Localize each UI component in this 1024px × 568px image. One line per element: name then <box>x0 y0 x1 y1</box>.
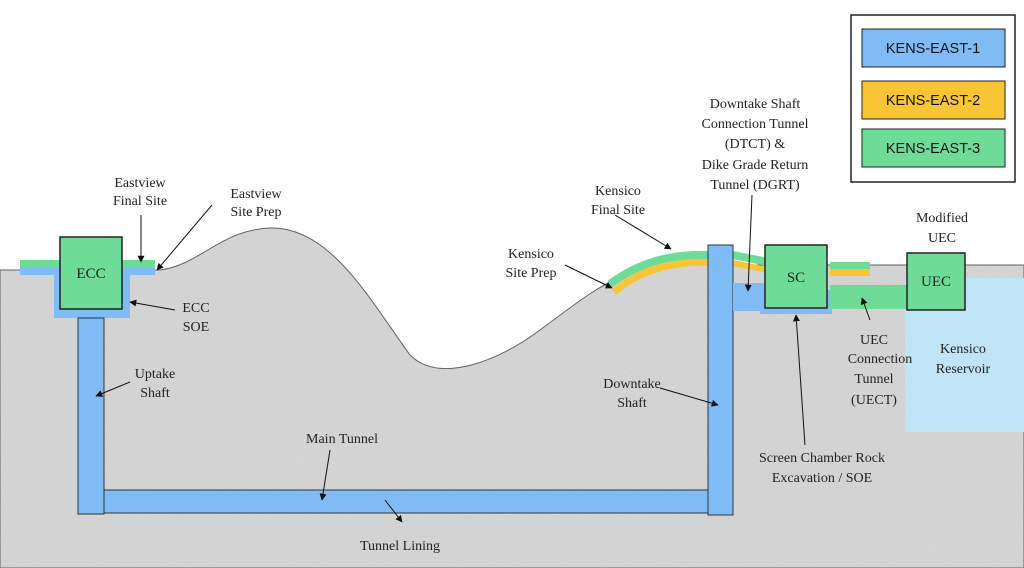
dgrt-label-2: Tunnel (DGRT) <box>710 178 800 193</box>
tunnel-lining-label: Tunnel Lining <box>360 539 440 554</box>
eastview-site-prep-label-2: Site Prep <box>231 205 282 220</box>
legend-kens-east-1: KENS-EAST-1 <box>886 41 980 57</box>
dtct-label: Downtake Shaft <box>710 97 801 112</box>
screen-chamber-label: Screen Chamber Rock <box>759 451 885 466</box>
uec-final-strip <box>830 262 870 269</box>
uptake-shaft-label-2: Shaft <box>140 386 170 401</box>
main-tunnel-label: Main Tunnel <box>306 432 378 447</box>
uect-label: UEC <box>860 333 888 348</box>
legend-kens-east-2: KENS-EAST-2 <box>886 93 980 109</box>
kensico-site-prep-strip <box>611 258 709 295</box>
dtct-label-3: (DTCT) & <box>725 137 785 152</box>
uec-label: UEC <box>921 274 951 290</box>
uect-label-2: Connection <box>848 352 913 367</box>
sc-box <box>764 244 828 309</box>
legend-swatch-kens-east-2 <box>861 80 1006 120</box>
modified-uec-label-2: UEC <box>928 231 956 246</box>
modified-uec-label: Modified <box>916 211 968 226</box>
kensico-final-site-label: Kensico <box>595 184 641 199</box>
kensico-site-prep-label-2: Site Prep <box>506 266 557 281</box>
dtct-final-strip <box>732 251 769 266</box>
legend-swatch-kens-east-3 <box>861 128 1006 168</box>
uptake-shaft <box>77 317 105 515</box>
ecc-soe-label-2: SOE <box>183 320 209 335</box>
sc-label: SC <box>787 270 805 286</box>
screen-chamber-label-2: Excavation / SOE <box>772 471 872 486</box>
uect-label-4: (UECT) <box>851 393 897 408</box>
eastview-final-site-label-2: Final Site <box>113 194 167 209</box>
legend: KENS-EAST-1 KENS-EAST-2 KENS-EAST-3 <box>850 14 1016 183</box>
dgrt-label: Dike Grade Return <box>702 158 809 173</box>
legend-swatch-kens-east-1 <box>861 28 1006 68</box>
main-tunnel <box>103 489 711 514</box>
legend-kens-east-3: KENS-EAST-3 <box>886 141 980 157</box>
kensico-final-site-label-2: Final Site <box>591 203 645 218</box>
uec-connection-tunnel <box>830 285 907 309</box>
uect-label-3: Tunnel <box>854 372 893 387</box>
kensico-reservoir-label-2: Reservoir <box>936 362 991 377</box>
kensico-site-prep-label: Kensico <box>508 247 554 262</box>
leader-arrows <box>95 194 871 523</box>
kensico-final-site-strip <box>607 250 709 288</box>
downtake-shaft <box>707 244 734 516</box>
ecc-box <box>59 236 123 310</box>
downtake-shaft-label-2: Shaft <box>617 396 647 411</box>
kensico-reservoir-label: Kensico <box>940 342 986 357</box>
uec-prep-strip <box>830 269 870 276</box>
ecc-soe-label: ECC <box>182 301 209 316</box>
ecc-label: ECC <box>76 266 105 282</box>
eastview-site-prep-label: Eastview <box>230 187 282 202</box>
uec-box <box>906 252 966 311</box>
downtake-shaft-label: Downtake <box>603 377 661 392</box>
dtct-label-2: Connection Tunnel <box>702 117 809 132</box>
eastview-final-site-label: Eastview <box>114 176 166 191</box>
uptake-shaft-label: Uptake <box>135 367 175 382</box>
dtct-prep-strip <box>732 260 769 273</box>
